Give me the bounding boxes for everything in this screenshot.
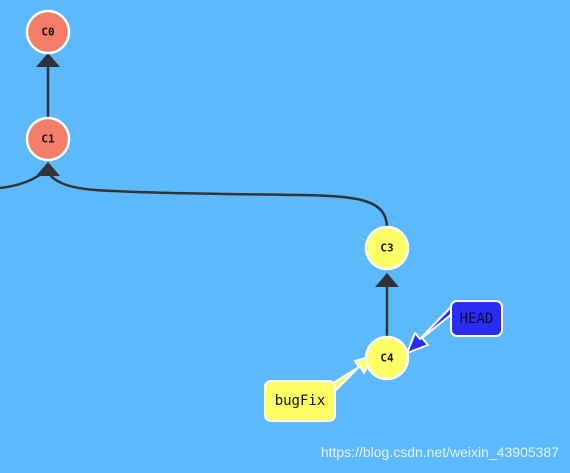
arrowhead-c3 [375, 273, 399, 287]
commit-c0[interactable]: C0 [25, 9, 71, 55]
commit-c1[interactable]: C1 [25, 116, 71, 162]
head-label[interactable]: HEAD [450, 300, 503, 337]
commit-c1-label: C1 [41, 133, 55, 146]
branch-label-bugfix[interactable]: bugFix [264, 380, 336, 422]
commit-c0-label: C0 [41, 26, 54, 39]
head-pointer-arrow [406, 307, 454, 354]
edge-offscreen-to-c1 [0, 169, 46, 190]
commit-c4[interactable]: C4 [364, 335, 410, 381]
commit-c3-label: C3 [380, 242, 393, 255]
arrowhead-c1 [36, 162, 60, 176]
watermark-url: https://blog.csdn.net/weixin_43905387 [320, 444, 559, 460]
commit-c3[interactable]: C3 [364, 225, 410, 271]
commit-c4-label: C4 [380, 352, 394, 365]
arrowhead-c0 [36, 53, 60, 67]
edge-c3-to-c1 [46, 171, 389, 229]
